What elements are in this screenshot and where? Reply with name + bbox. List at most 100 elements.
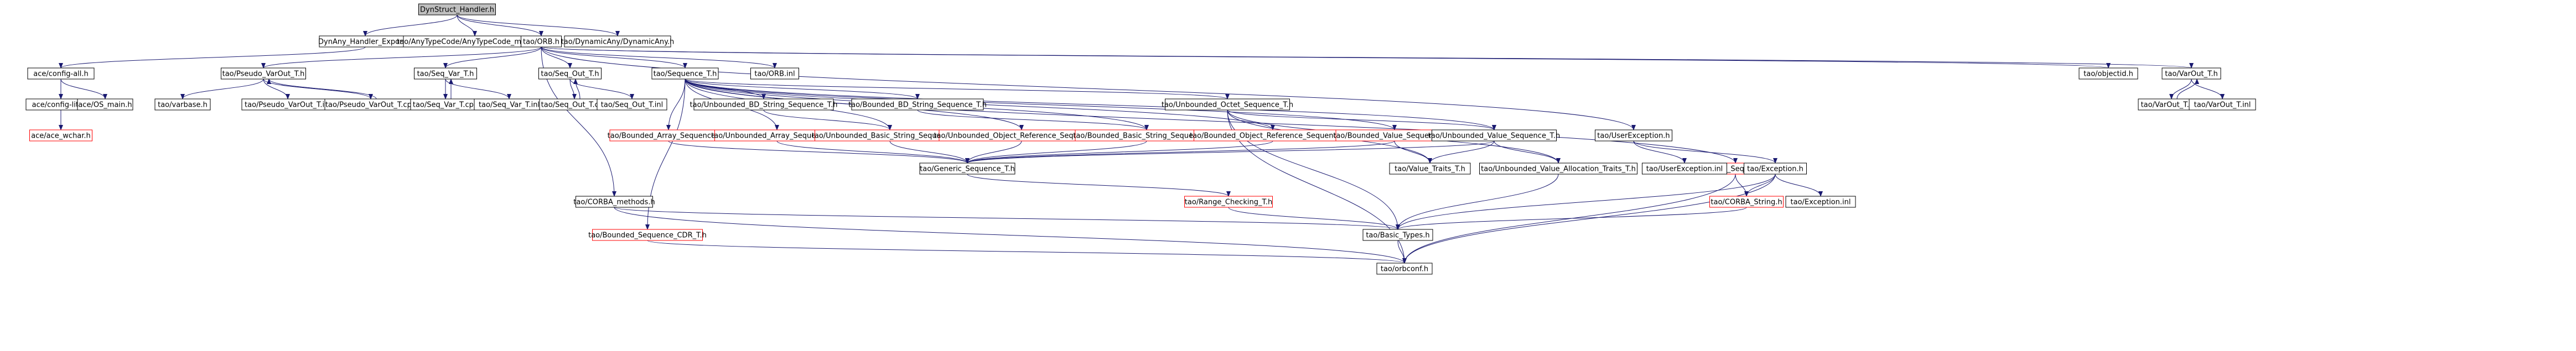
node-bobjref[interactable]: tao/Bounded_Object_Reference_Sequence_T.… [1190, 129, 1356, 142]
node-anytc[interactable]: tao/AnyTypeCode/AnyTypeCode_methods.h [397, 35, 553, 48]
node-sequence[interactable]: tao/Sequence_T.h [651, 67, 719, 80]
edge-root-to-anytc [457, 14, 477, 36]
node-varout[interactable]: tao/VarOut_T.h [2162, 67, 2221, 80]
node-basictypes[interactable]: tao/Basic_Types.h [1362, 229, 1433, 241]
node-bbasicstr[interactable]: tao/Bounded_Basic_String_Sequence_T.h [1073, 129, 1220, 142]
node-uarray[interactable]: tao/Unbounded_Array_Sequence_T.h [711, 129, 843, 142]
node-userexcinl[interactable]: tao/UserException.inl [1642, 163, 1727, 175]
node-seqout[interactable]: tao/Seq_Out_T.h [538, 67, 602, 80]
node-seqvar[interactable]: tao/Seq_Var_T.h [414, 67, 477, 80]
node-box [1376, 263, 1433, 275]
node-valtraits[interactable]: tao/Value_Traits_T.h [1389, 163, 1471, 175]
node-label: tao/Basic_Types.h [1366, 232, 1429, 240]
node-box [576, 196, 653, 208]
node-box [564, 35, 671, 48]
edge-orb-to-varout [541, 46, 2193, 69]
node-userexc[interactable]: tao/UserException.h [1595, 129, 1672, 142]
node-root[interactable]: DynStruct_Handler.h [418, 3, 496, 15]
node-dynany[interactable]: DynAny_Handler_Export.h [318, 35, 412, 48]
node-label: tao/Seq_Var_T.inl [479, 101, 540, 109]
node-label: tao/AnyTypeCode/AnyTypeCode_methods.h [397, 38, 553, 46]
node-label: tao/ORB.h [523, 38, 559, 46]
edge-sequence-to-ucdr [685, 78, 1738, 164]
node-uoctet[interactable]: tao/Unbounded_Octet_Sequence_T.h [1162, 98, 1293, 111]
node-seqvarinl[interactable]: tao/Seq_Var_T.inl [474, 98, 545, 111]
node-uobjref[interactable]: tao/Unbounded_Object_Reference_Sequence_… [934, 129, 1110, 142]
node-rangecheck[interactable]: tao/Range_Checking_T.h [1184, 196, 1273, 208]
edge-sequence-to-bvalue [685, 78, 1397, 130]
node-bbdstr[interactable]: tao/Bounded_BD_String_Sequence_T.h [848, 98, 987, 111]
edge-bobjref-to-generic [965, 140, 1273, 164]
node-label: tao/orbconf.h [1381, 265, 1428, 274]
node-varoutinl[interactable]: tao/VarOut_T.inl [2189, 98, 2256, 111]
node-label: tao/Bounded_Array_Sequence_T.h [608, 132, 730, 140]
node-label: tao/Bounded_Value_Sequence_T.h [1333, 132, 1455, 140]
node-ubdstr[interactable]: tao/Unbounded_BD_String_Sequence_T.h [690, 98, 838, 111]
node-pvoinl[interactable]: tao/Pseudo_VarOut_T.inl [241, 98, 334, 111]
node-box [77, 98, 133, 111]
node-label: tao/CORBA_methods.h [573, 198, 655, 207]
node-exceptioninl[interactable]: tao/Exception.inl [1785, 196, 1856, 208]
edge-corbamethods-to-basictypes [614, 207, 1400, 230]
node-valalloc[interactable]: tao/Unbounded_Value_Allocation_Traits_T.… [1479, 163, 1637, 175]
node-box [1709, 196, 1784, 208]
node-box [1184, 196, 1273, 208]
node-orbconf[interactable]: tao/orbconf.h [1376, 263, 1433, 275]
node-corbastring[interactable]: tao/CORBA_String.h [1709, 196, 1784, 208]
node-generic[interactable]: tao/Generic_Sequence_T.h [919, 163, 1015, 175]
node-bcdr[interactable]: tao/Bounded_Sequence_CDR_T.h [588, 229, 707, 241]
node-box [538, 67, 602, 80]
node-uvalue[interactable]: tao/Unbounded_Value_Sequence_T.h [1428, 129, 1560, 142]
node-label: tao/Unbounded_Octet_Sequence_T.h [1162, 101, 1293, 109]
node-box [1479, 163, 1637, 175]
node-label: tao/Generic_Sequence_T.h [920, 165, 1015, 174]
edge-uarray-to-generic [776, 140, 970, 164]
node-corbamethods[interactable]: tao/CORBA_methods.h [573, 196, 655, 208]
edge-orb-to-seqout [541, 46, 572, 69]
node-seqoutinl[interactable]: tao/Seq_Out_T.inl [597, 98, 667, 111]
node-label: ace/config-lite.h [32, 101, 90, 109]
node-varbase[interactable]: tao/varbase.h [154, 98, 211, 111]
node-orb[interactable]: tao/ORB.h [521, 35, 562, 48]
node-label: tao/Unbounded_Basic_String_Sequence_T.h [812, 132, 968, 140]
node-box [221, 67, 306, 80]
node-label: tao/VarOut_T.cpp [2141, 101, 2202, 109]
edge-orb-to-seqvar [443, 46, 542, 69]
node-osmain[interactable]: ace/OS_main.h [77, 98, 133, 111]
edge-uvalue-to-valtraits [1428, 140, 1495, 164]
node-exception[interactable]: tao/Exception.h [1744, 163, 1807, 175]
node-configall[interactable]: ace/config-all.h [27, 67, 95, 80]
node-label: tao/UserException.h [1597, 132, 1670, 140]
edge-pvo-to-varbase [180, 78, 264, 99]
node-box [1642, 163, 1727, 175]
node-label: tao/Unbounded_Object_Reference_Sequence_… [934, 132, 1109, 140]
node-label: ace/ace_wchar.h [31, 132, 91, 140]
node-box [750, 67, 799, 80]
edge-sequence-to-barray [666, 78, 686, 130]
node-barray[interactable]: tao/Bounded_Array_Sequence_T.h [608, 129, 730, 142]
node-seqoutcpp[interactable]: tao/Seq_Out_T.cpp [539, 98, 610, 111]
node-box [851, 98, 984, 111]
node-pvo[interactable]: tao/Pseudo_VarOut_T.h [221, 67, 306, 80]
edge-varout-to-varoutcpp [2169, 78, 2192, 99]
edge-bbdstr-to-bbasicstr [917, 109, 1149, 130]
edge-orb-to-orbinl [541, 46, 777, 69]
node-orbinl[interactable]: tao/ORB.inl [750, 67, 799, 80]
node-wchar[interactable]: ace/ace_wchar.h [29, 129, 92, 142]
node-label: DynAny_Handler_Export.h [318, 38, 412, 46]
node-varoutcpp[interactable]: tao/VarOut_T.cpp [2138, 98, 2205, 111]
edge-orb-to-sequence [541, 46, 687, 69]
node-label: tao/Seq_Out_T.h [541, 70, 599, 78]
node-label: tao/Unbounded_Value_Allocation_Traits_T.… [1481, 165, 1636, 174]
edge-bcdr-to-orbconf [647, 240, 1407, 264]
node-dynamic[interactable]: tao/DynamicAny/DynamicAny.h [561, 35, 675, 48]
node-pvocpp[interactable]: tao/Pseudo_VarOut_T.cpp [324, 98, 417, 111]
node-objectid[interactable]: tao/objectid.h [2079, 67, 2138, 80]
node-ubasicstr[interactable]: tao/Unbounded_Basic_String_Sequence_T.h [812, 129, 968, 142]
edge-pvo-to-pvoinl [263, 78, 290, 99]
edge-configall-to-osmain [60, 78, 107, 99]
node-label: tao/Range_Checking_T.h [1185, 198, 1272, 207]
node-bvalue[interactable]: tao/Bounded_Value_Sequence_T.h [1333, 129, 1456, 142]
node-seqvarcpp[interactable]: tao/Seq_Var_T.cpp [410, 98, 481, 111]
